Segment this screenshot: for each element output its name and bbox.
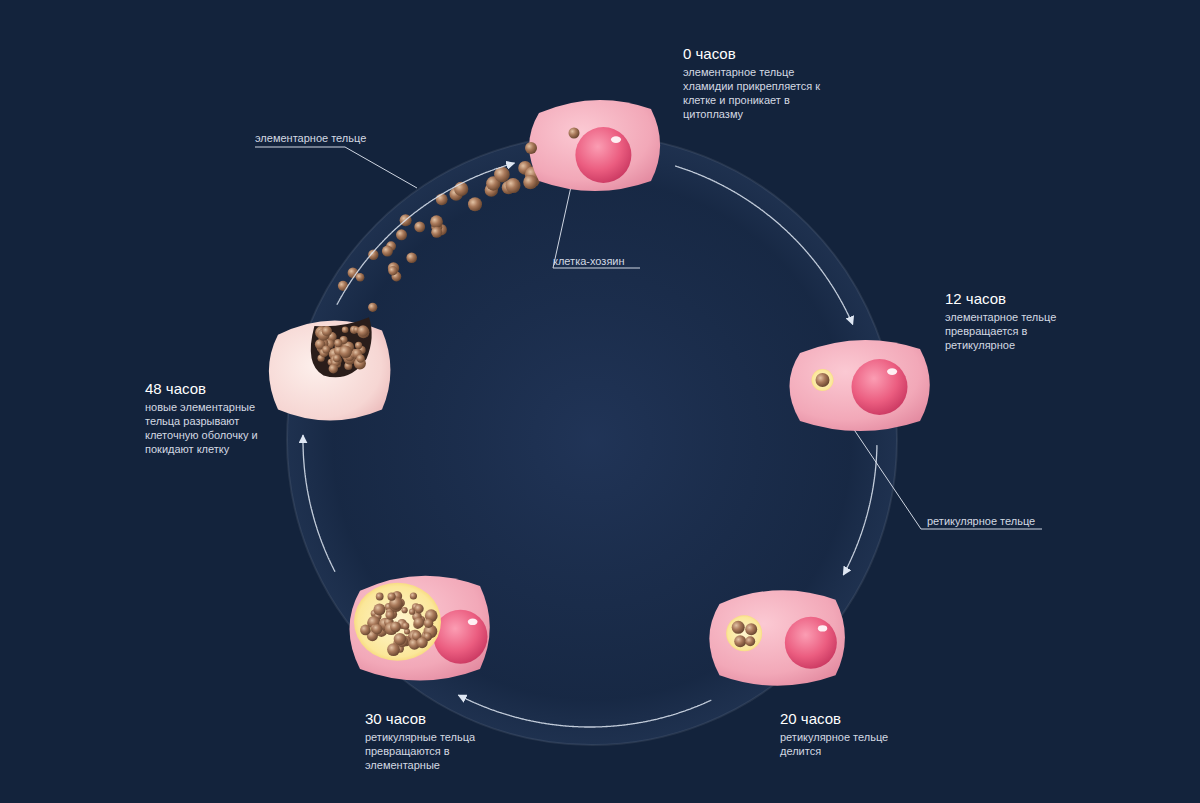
cell-stage: 30 часовретикулярные тельца превращаются… — [345, 570, 495, 685]
leader-line — [553, 182, 640, 268]
stage-description: ретикулярные тельца превращаются в элеме… — [365, 730, 505, 772]
cell-illustration — [785, 335, 935, 435]
cell-illustration — [525, 95, 665, 195]
stage-text: 12 часов элементарное тельце превращается… — [945, 290, 1095, 352]
cycle-ring — [287, 135, 897, 745]
cell-stage: 0 часовэлементарное тельце хламидии прик… — [525, 95, 665, 195]
cell-stage: 48 часовновые элементарные тельца разрыв… — [265, 315, 395, 425]
cell-stage: 12 часовэлементарное тельце превращается… — [785, 335, 935, 435]
time-heading: 12 часов — [945, 290, 1095, 308]
cycle-arrow — [458, 695, 711, 727]
cycle-arrow — [337, 163, 515, 305]
cycle-arrow — [843, 445, 877, 575]
time-heading: 0 часов — [683, 45, 833, 63]
stage-text: 0 часов элементарное тельце хламидии прик… — [683, 45, 833, 121]
time-heading: 48 часов — [145, 380, 263, 398]
stage-description: элементарное тельце хламидии прикрепляет… — [683, 65, 833, 121]
stage-description: ретикулярное тельце делится — [780, 730, 920, 758]
cell-illustration — [345, 570, 495, 685]
stage-description: элементарное тельце превращается в ретик… — [945, 310, 1095, 352]
cell-stage: 20 часовретикулярное тельце делится — [705, 585, 850, 690]
stage-description: новые элементарные тельца разрывают клет… — [145, 400, 263, 456]
stage-text: 48 часов новые элементарные тельца разрыв… — [145, 380, 263, 456]
released-particles — [317, 161, 540, 344]
cell-illustration — [705, 585, 850, 690]
cycle-arrow — [303, 435, 335, 572]
callout-label: элементарное тельце — [255, 131, 366, 145]
stage-text: 20 часов ретикулярное тельце делится — [780, 710, 920, 758]
time-heading: 20 часов — [780, 710, 920, 728]
cycle-arrow — [675, 166, 853, 325]
callout-label: ретикулярное тельце — [927, 514, 1035, 528]
time-heading: 30 часов — [365, 710, 505, 728]
stage-text: 30 часов ретикулярные тельца превращаются… — [365, 710, 505, 772]
callout-label: клетка-хозяин — [553, 254, 625, 268]
cell-illustration — [265, 315, 395, 425]
leader-line — [255, 147, 417, 188]
